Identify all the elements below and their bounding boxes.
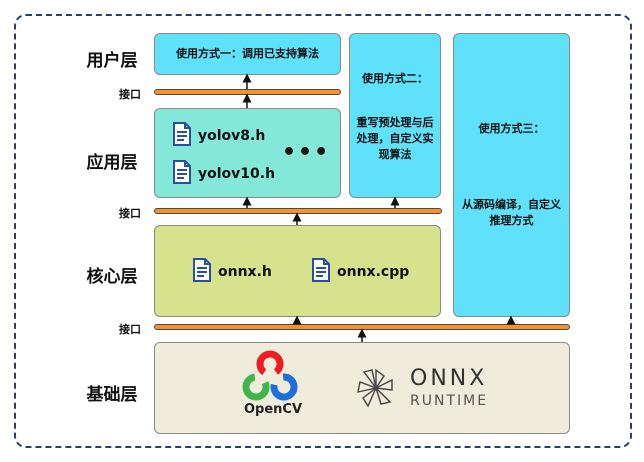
interface-label-1: 接口 (119, 88, 141, 101)
method2-title: 使用方式二： (362, 72, 428, 85)
file-yolov8: yolov8.h (172, 122, 265, 150)
base-layer-box (154, 342, 570, 434)
document-icon (172, 122, 192, 150)
onnx-text: ONNX (410, 366, 488, 391)
document-icon (192, 258, 212, 286)
method1-text: 使用方式一：调用已支持算法 (176, 47, 319, 60)
file-name-yolov8: yolov8.h (198, 128, 266, 144)
file-onnx-h: onnx.h (192, 258, 272, 286)
layer-label-base: 基础层 (86, 385, 138, 405)
diagram-frame (14, 14, 632, 448)
file-name-yolov10: yolov10.h (198, 166, 276, 182)
opencv-text: OpenCV (244, 402, 303, 417)
layer-label-app: 应用层 (86, 153, 138, 173)
opencv-logo: OpenCV (238, 350, 302, 420)
file-yolov10: yolov10.h (172, 160, 275, 188)
file-onnx-cpp: onnx.cpp (311, 258, 409, 286)
runtime-text: RUNTIME (410, 393, 489, 409)
more-ellipsis: ••• (282, 140, 331, 165)
method3-body: 从源码编译，自定义推理方式 (462, 198, 561, 227)
method2-box (349, 33, 441, 198)
layer-label-user: 用户层 (86, 51, 138, 71)
method3-title: 使用方式三： (478, 122, 545, 135)
layer-label-core: 核心层 (86, 267, 138, 287)
file-name-onnx-h: onnx.h (218, 264, 272, 280)
onnx-runtime-logo: ONNX RUNTIME (354, 366, 494, 414)
method2-body: 重写预处理与后处理，自定义实现算法 (356, 116, 434, 161)
interface-label-3: 接口 (119, 323, 141, 336)
document-icon (172, 160, 192, 188)
document-icon (311, 258, 331, 286)
file-name-onnx-cpp: onnx.cpp (337, 264, 410, 280)
interface-label-2: 接口 (119, 207, 141, 220)
